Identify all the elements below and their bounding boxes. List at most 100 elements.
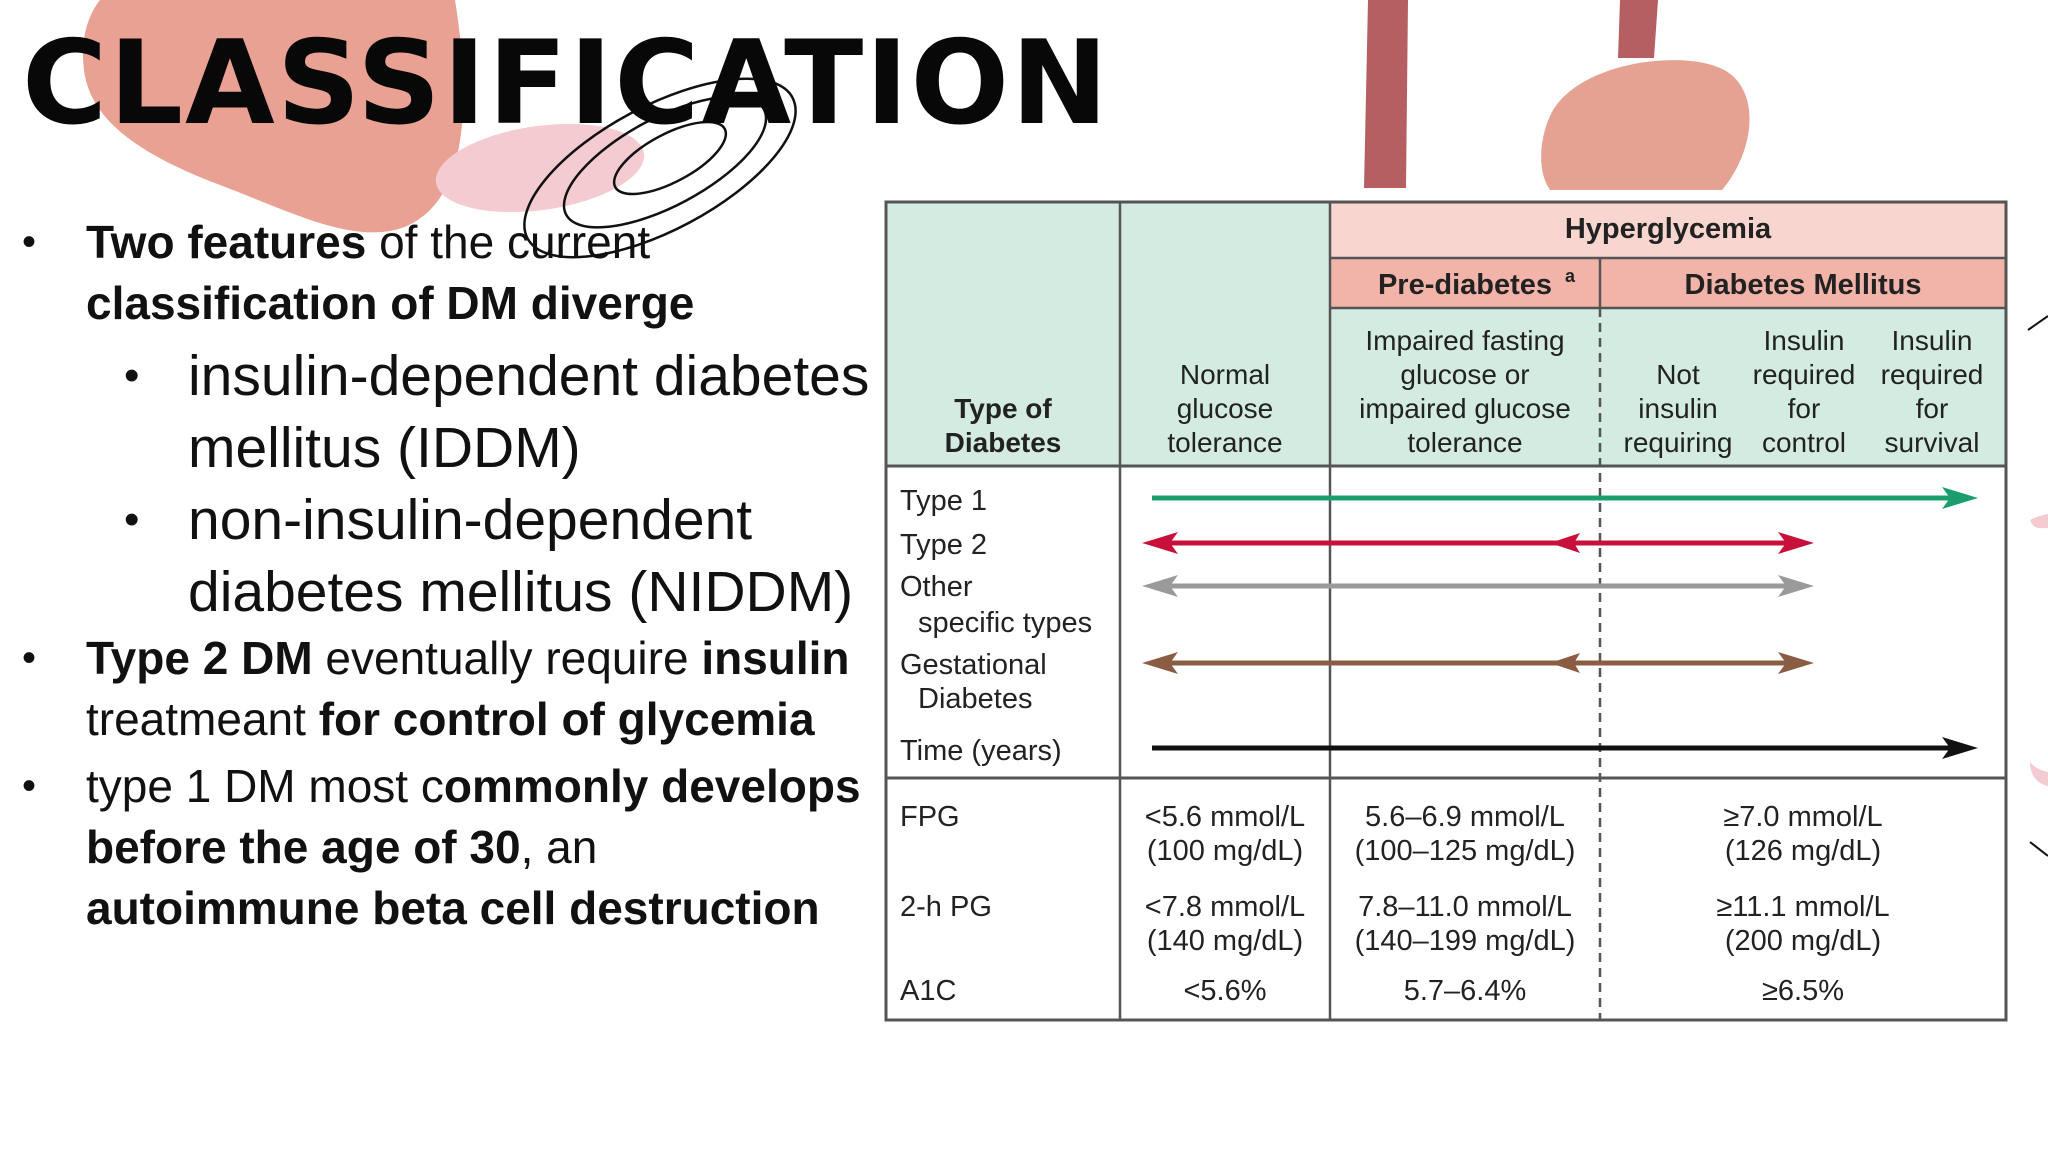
bullet-dot: • [124,351,140,400]
row-label: Diabetes [918,683,1032,715]
pink-oval-decor [435,123,645,213]
prediabetes-label: Pre-diabetes [1378,269,1552,301]
column-header-insulin-survival: required [1881,359,1984,390]
column-header-insulin-survival: survival [1885,427,1980,458]
column-header-insulin-survival: for [1916,393,1949,424]
header-cell-bg [1330,308,2006,466]
row-label: Type 1 [900,485,987,517]
column-header-insulin-control: Insulin [1764,325,1845,356]
metric-diabetes-value: ≥11.1 mmol/L [1716,891,1889,923]
metric-normal-value: (140 mg/dL) [1147,925,1303,957]
column-header-impaired: impaired glucose [1359,393,1571,424]
metric-prediabetes-value: (140–199 mg/dL) [1355,925,1576,957]
bullet-dot: • [22,220,37,264]
sub-bullet-item: • insulin-dependent diabetes mellitus (ID… [20,340,870,484]
maroon-stripe-decor [1618,0,1658,58]
arrow-head-right [1778,652,1814,674]
column-header-insulin-control: control [1762,427,1846,458]
bullet-text: autoimmune beta cell destruction [86,882,820,934]
column-header-type: Diabetes [945,427,1062,458]
line-decor [2027,315,2048,331]
slide-title: CLASSIFICATION [22,16,1111,151]
metric-diabetes-value: ≥6.5% [1762,975,1844,1007]
column-header-insulin-survival: Insulin [1892,325,1973,356]
metric-prediabetes-value: 5.6–6.9 mmol/L [1365,801,1565,833]
arrow-head-right [1778,575,1814,597]
bullet-text: for control of glycemia [318,693,815,745]
column-header-normal: Normal [1180,359,1270,390]
bullet-text: type 1 DM most c [86,760,444,812]
column-header-insulin-control: required [1753,359,1856,390]
arrow-head-right [1942,487,1978,509]
bullet-text: ommonly develops before the age of 30 [86,760,861,873]
column-header-type: Type of [954,393,1052,424]
line-decor [2029,841,2048,857]
bullet-dot: • [22,636,37,680]
bullet-dot: • [124,495,140,544]
metric-diabetes-value: (200 mg/dL) [1725,925,1881,957]
arrow-head-left [1142,532,1178,554]
bullet-text: classification of DM diverge [86,277,695,329]
bullet-dot: • [22,764,37,808]
column-header-not-insulin: Not [1656,359,1700,390]
row-label: Type 2 [900,529,987,561]
row-label: Time (years) [900,735,1062,767]
sub-bullet-text: insulin-dependent diabetes mellitus (IDD… [188,344,870,480]
column-header-impaired: tolerance [1407,427,1522,458]
metric-normal-value: <5.6% [1183,975,1266,1007]
bullet-text: treatmeant [86,693,319,745]
metric-label: FPG [900,801,960,833]
column-header-not-insulin: requiring [1624,427,1733,458]
bullet-item: • type 1 DM most commonly develops before… [20,756,870,939]
metric-prediabetes-value: 5.7–6.4% [1404,975,1527,1007]
bullet-text: of the current [366,216,651,268]
metric-label: A1C [900,975,956,1007]
sub-bullet-text: non-insulin-dependent diabetes mellitus … [188,488,854,624]
metric-normal-value: (100 mg/dL) [1147,835,1303,867]
bullet-text: insulin [701,632,850,684]
column-header-not-insulin: insulin [1638,393,1717,424]
metric-prediabetes-value: 7.8–11.0 mmol/L [1358,891,1572,923]
bullet-text: Type 2 DM [86,632,313,684]
metric-label: 2-h PG [900,891,992,923]
coral-blob-decor [82,0,464,233]
hyperglycemia-header-bg [1330,202,2006,258]
bullet-text: eventually require [312,632,702,684]
row-label: Gestational [900,649,1047,681]
row-label: Other [900,571,973,603]
metric-normal-value: <5.6 mmol/L [1145,801,1305,833]
bullet-text: , an [520,821,598,873]
metric-diabetes-value: (126 mg/dL) [1725,835,1881,867]
bullet-item: • Two features of the current classificat… [20,212,870,334]
arrow-head-inner [1550,533,1580,553]
metric-diabetes-value: ≥7.0 mmol/L [1723,801,1882,833]
column-header-insulin-control: for [1788,393,1821,424]
bullet-text: Two features [86,216,367,268]
arrow-head-right [1942,737,1978,759]
column-header-normal: glucose [1177,393,1274,424]
diabetes-mellitus-label: Diabetes Mellitus [1685,269,1922,301]
hyperglycemia-label: Hyperglycemia [1565,213,1772,245]
pink-swoosh-decor [2030,762,2048,786]
bullet-list: • Two features of the current classificat… [20,212,870,945]
pink-swoosh-decor [2030,514,2048,529]
loop-line-decor [523,77,797,259]
arrow-head-left [1142,575,1178,597]
column-header-impaired: glucose or [1400,359,1529,390]
sub-bullet-item: • non-insulin-dependent diabetes mellitus… [20,484,870,628]
metric-prediabetes-value: (100–125 mg/dL) [1355,835,1576,867]
arrow-head-inner [1550,653,1580,673]
subgroup-header-bg [1330,258,2006,308]
coral-blob-decor [1541,60,1750,190]
bullet-item: • Type 2 DM eventually require insulin tr… [20,628,870,750]
column-header-impaired: Impaired fasting [1365,325,1564,356]
maroon-stripe-decor [1364,0,1408,188]
arrow-head-left [1142,652,1178,674]
arrow-head-right [1778,532,1814,554]
figure-border [884,200,2008,1022]
header-cell-bg [886,202,1330,466]
metric-normal-value: <7.8 mmol/L [1145,891,1305,923]
footnote-mark: a [1565,266,1576,286]
